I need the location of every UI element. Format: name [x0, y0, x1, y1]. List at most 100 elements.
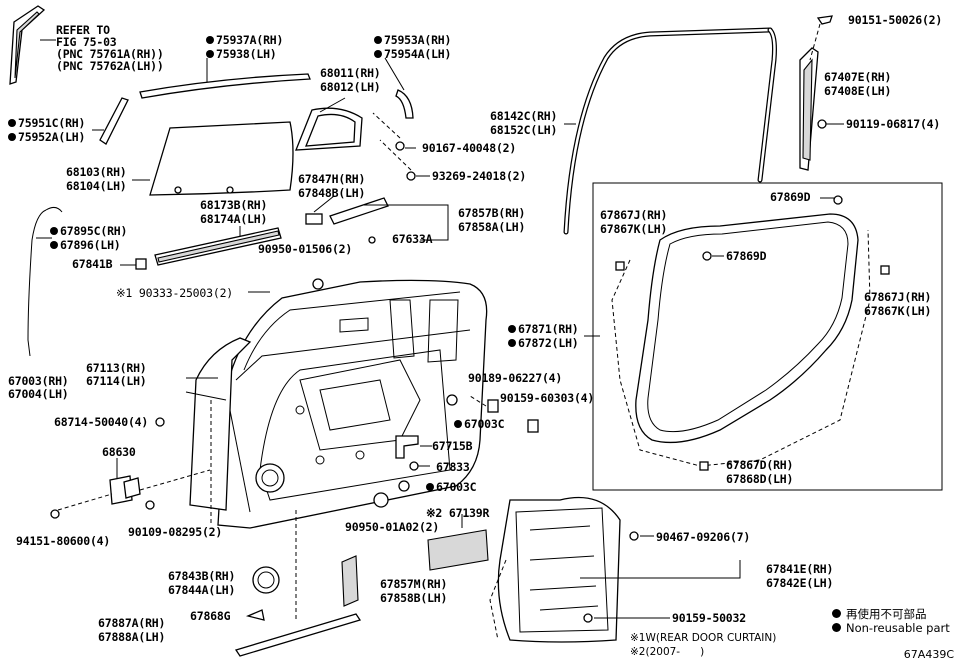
part-label-67848b: 67848B(LH) — [298, 186, 366, 200]
part-label-67869d-mid: 67869D — [726, 249, 767, 263]
part-label-67867k-left: 67867K(LH) — [600, 222, 668, 236]
part-label-68011: 68011(RH) — [320, 66, 381, 80]
part-label-90167: 90167-40048(2) — [422, 141, 517, 155]
part-label-94151: 94151-80600(4) — [16, 534, 111, 548]
part-label-75952a: 75952A(LH) — [8, 131, 85, 144]
part-label-68103: 68103(RH) — [66, 165, 127, 179]
part-label-67857m: 67857M(RH) — [380, 577, 448, 591]
part-label-90159-50032: 90159-50032 — [672, 611, 746, 625]
outer-belt-moulding-drawing — [139, 73, 311, 99]
part-label-75938: 75938(LH) — [206, 48, 277, 61]
non-reusable-dot-icon — [832, 609, 841, 618]
lower-weatherstrip-drawing — [234, 613, 362, 657]
part-label-67633a: 67633A — [392, 232, 433, 246]
part-label-67867k-right: 67867K(LH) — [864, 304, 932, 318]
part-label-67841b: 67841B — [72, 257, 113, 271]
service-hole-cover-drawing — [489, 496, 621, 643]
footnote-1: ※1W(REAR DOOR CURTAIN) — [630, 632, 777, 644]
inner-belt-weatherstrip-drawing — [154, 227, 282, 266]
rear-bracket-drawing — [395, 89, 414, 119]
part-label-68012: 68012(LH) — [320, 80, 381, 94]
part-label-67003: 67003(RH) — [8, 374, 69, 388]
legend-jp: 再使用不可部品 — [832, 606, 927, 622]
part-label-67842e: 67842E(LH) — [766, 576, 834, 590]
door-hinge-drawing — [109, 475, 141, 505]
part-label-67408e: 67408E(LH) — [824, 84, 892, 98]
part-label-68104: 68104(LH) — [66, 179, 127, 193]
part-label-75937a: 75937A(RH) — [206, 34, 283, 47]
refer-note-line4: (PNC 75762A(LH)) — [56, 59, 164, 73]
non-reusable-dot-icon — [206, 36, 214, 44]
part-label-67407e: 67407E(RH) — [824, 70, 892, 84]
part-label-67114: 67114(LH) — [86, 374, 147, 388]
part-label-67887a: 67887A(RH) — [98, 616, 166, 630]
part-label-67715b: 67715B — [432, 439, 473, 453]
glass-run-channel-drawing — [799, 47, 819, 171]
figure-code: 67A439C — [903, 648, 954, 661]
part-label-67841e: 67841E(RH) — [766, 562, 834, 576]
part-label-93269: 93269-24018(2) — [432, 169, 527, 183]
part-label-68142c: 68142C(RH) — [490, 109, 558, 123]
part-label-67867j-right: 67867J(RH) — [864, 290, 932, 304]
non-reusable-dot-icon — [206, 50, 214, 58]
part-label-90151: 90151-50026(2) — [848, 13, 943, 27]
non-reusable-dot-icon — [508, 339, 516, 347]
part-label-90950-01506: 90950-01506(2) — [258, 242, 353, 256]
non-reusable-dot-icon — [50, 227, 58, 235]
part-label-90109: 90109-08295(2) — [128, 525, 223, 539]
part-label-67867j-left: 67867J(RH) — [600, 208, 668, 222]
refer-note-line3: (PNC 75761A(RH)) — [56, 47, 164, 61]
non-reusable-dot-icon — [50, 241, 58, 249]
part-label-90159-60303: 90159-60303(4) — [500, 391, 595, 405]
legend-en: Non-reusable part — [832, 621, 950, 635]
part-label-67869d-top: 67869D — [770, 190, 811, 204]
part-label-67888a: 67888A(LH) — [98, 630, 166, 644]
part-label-68173b: 68173B(RH) — [200, 198, 268, 212]
part-label-67843b: 67843B(RH) — [168, 569, 236, 583]
refer-note-line1: REFER TO — [56, 23, 110, 37]
non-reusable-dot-icon — [8, 119, 16, 127]
part-label-75954a: 75954A(LH) — [374, 48, 451, 61]
non-reusable-dot-icon — [8, 133, 16, 141]
door-glass-drawing — [149, 121, 294, 196]
part-label-67858b: 67858B(LH) — [380, 591, 448, 605]
sound-pad-drawing — [427, 529, 489, 571]
non-reusable-dot-icon — [374, 50, 382, 58]
part-label-67833: 67833 — [436, 460, 470, 474]
part-label-90119: 90119-06817(4) — [846, 117, 941, 131]
part-label-67867d: 67867D(RH) — [726, 458, 794, 472]
part-label-67895c: 67895C(RH) — [50, 225, 127, 238]
part-label-68714: 68714-50040(4) — [54, 415, 149, 429]
clip-drawing — [135, 258, 147, 270]
part-label-67003c-upper: 67003C — [454, 418, 505, 431]
belt-moulding-refer-drawing — [9, 5, 46, 85]
part-label-68174a: 68174A(LH) — [200, 212, 268, 226]
non-reusable-dot-icon — [426, 483, 434, 491]
part-label-67868g: 67868G — [190, 609, 231, 623]
part-label-67857b: 67857B(RH) — [458, 206, 526, 220]
part-label-67872: 67872(LH) — [508, 337, 579, 350]
part-label-67847h: 67847H(RH) — [298, 172, 366, 186]
door-weatherstrip-drawing — [611, 213, 871, 467]
part-label-75953a: 75953A(RH) — [374, 34, 451, 47]
non-reusable-dot-icon — [454, 420, 462, 428]
part-label-67844a: 67844A(LH) — [168, 583, 236, 597]
non-reusable-dot-icon — [508, 325, 516, 333]
division-bar-strip-drawing — [99, 97, 129, 145]
part-label-67868d: 67868D(LH) — [726, 472, 794, 486]
non-reusable-dot-icon — [374, 36, 382, 44]
part-label-67858a: 67858A(LH) — [458, 220, 526, 234]
part-label-67004: 67004(LH) — [8, 387, 69, 401]
footnote-2: ※2(2007- ) — [630, 646, 705, 658]
non-reusable-dot-icon — [832, 623, 841, 632]
part-label-67113: 67113(RH) — [86, 361, 147, 375]
part-label-90467: 90467-09206(7) — [656, 530, 751, 544]
part-label-68152c: 68152C(LH) — [490, 123, 558, 137]
part-label-67896: 67896(LH) — [50, 239, 121, 252]
part-label-67003c-lower: 67003C — [426, 481, 477, 494]
part-label-90333: ※1 90333-25003(2) — [116, 286, 234, 300]
part-label-67139r: ※2 67139R — [426, 506, 490, 520]
refer-note-line2: FIG 75-03 — [56, 35, 117, 49]
